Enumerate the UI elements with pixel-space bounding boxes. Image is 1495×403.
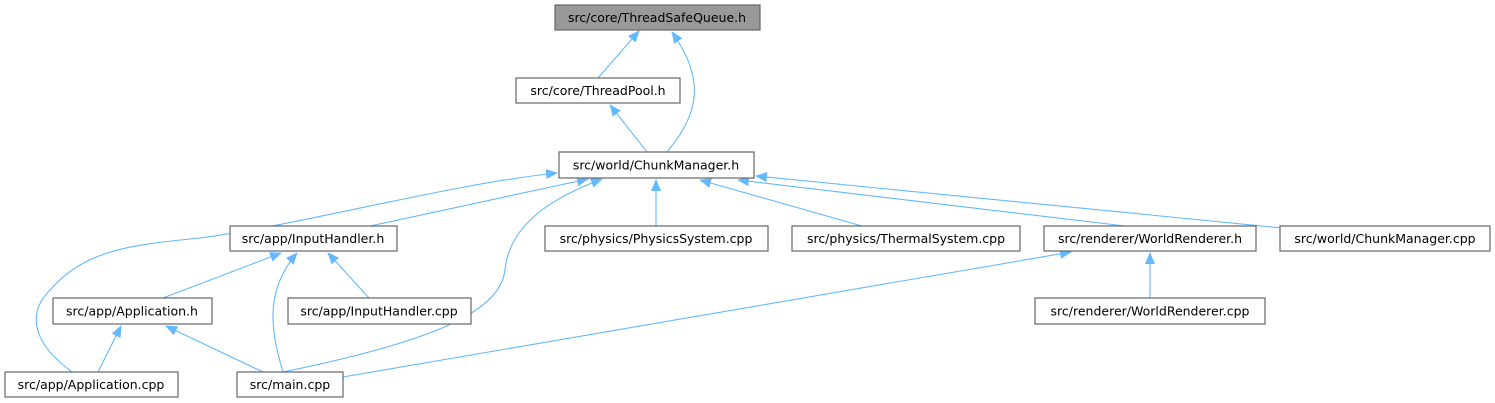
svg-text:src/main.cpp: src/main.cpp bbox=[250, 377, 330, 392]
edge-applicationcpp-chunkmanager bbox=[35, 169, 558, 373]
edge-main-worldrenderer bbox=[342, 248, 1072, 378]
node-chunkmanager-h[interactable]: src/world/ChunkManager.h bbox=[558, 151, 755, 179]
edges bbox=[35, 30, 1283, 378]
svg-text:src/app/InputHandler.cpp: src/app/InputHandler.cpp bbox=[300, 304, 457, 319]
svg-text:src/physics/PhysicsSystem.cpp: src/physics/PhysicsSystem.cpp bbox=[560, 231, 753, 246]
edge-main-chunkmanager bbox=[282, 178, 603, 373]
edge-applicationcpp-application bbox=[97, 325, 122, 373]
edge-chunkmanager-threadpool bbox=[609, 104, 648, 153]
edge-worldrenderer-chunkmanager bbox=[737, 176, 1126, 227]
svg-text:src/physics/ThermalSystem.cpp: src/physics/ThermalSystem.cpp bbox=[807, 231, 1005, 246]
node-worldrenderer-cpp[interactable]: src/renderer/WorldRenderer.cpp bbox=[1034, 297, 1266, 325]
node-physicssystem[interactable]: src/physics/PhysicsSystem.cpp bbox=[544, 225, 769, 252]
node-inputhandler-h[interactable]: src/app/InputHandler.h bbox=[229, 225, 398, 252]
edge-main-application bbox=[165, 325, 264, 373]
svg-text:src/renderer/WorldRenderer.h: src/renderer/WorldRenderer.h bbox=[1058, 231, 1242, 246]
svg-text:src/app/Application.cpp: src/app/Application.cpp bbox=[18, 377, 165, 392]
edge-thermalsystem-chunkmanager bbox=[699, 178, 863, 227]
svg-text:src/renderer/WorldRenderer.cpp: src/renderer/WorldRenderer.cpp bbox=[1051, 304, 1250, 319]
svg-text:src/core/ThreadSafeQueue.h: src/core/ThreadSafeQueue.h bbox=[568, 10, 746, 25]
node-worldrenderer-h[interactable]: src/renderer/WorldRenderer.h bbox=[1043, 225, 1257, 252]
node-main-cpp[interactable]: src/main.cpp bbox=[236, 371, 344, 398]
svg-text:src/app/Application.h: src/app/Application.h bbox=[66, 304, 198, 319]
edge-chunkmanagercpp-chunkmanager bbox=[755, 172, 1283, 229]
node-threadsafequeue[interactable]: src/core/ThreadSafeQueue.h bbox=[554, 4, 761, 31]
node-threadpool[interactable]: src/core/ThreadPool.h bbox=[515, 77, 681, 104]
nodes: src/core/ThreadSafeQueue.h src/core/Thre… bbox=[4, 4, 1491, 398]
node-application-h[interactable]: src/app/Application.h bbox=[52, 297, 213, 325]
node-thermalsystem[interactable]: src/physics/ThermalSystem.cpp bbox=[791, 225, 1021, 252]
edge-chunkmanager-threadsafequeue bbox=[666, 31, 695, 153]
node-application-cpp[interactable]: src/app/Application.cpp bbox=[4, 371, 179, 398]
node-chunkmanager-cpp[interactable]: src/world/ChunkManager.cpp bbox=[1279, 225, 1491, 252]
svg-text:src/world/ChunkManager.h: src/world/ChunkManager.h bbox=[573, 158, 739, 173]
svg-text:src/core/ThreadPool.h: src/core/ThreadPool.h bbox=[530, 83, 665, 98]
svg-text:src/app/InputHandler.h: src/app/InputHandler.h bbox=[242, 231, 385, 246]
edge-inputhandler-chunkmanager bbox=[369, 176, 589, 227]
edge-application-inputhandler bbox=[162, 252, 282, 299]
edge-threadpool-threadsafequeue bbox=[597, 30, 640, 79]
edge-inputhandlercpp-inputhandler bbox=[327, 252, 370, 299]
svg-text:src/world/ChunkManager.cpp: src/world/ChunkManager.cpp bbox=[1294, 231, 1475, 246]
edge-main-inputhandler bbox=[272, 252, 298, 373]
node-inputhandler-cpp[interactable]: src/app/InputHandler.cpp bbox=[287, 297, 472, 325]
